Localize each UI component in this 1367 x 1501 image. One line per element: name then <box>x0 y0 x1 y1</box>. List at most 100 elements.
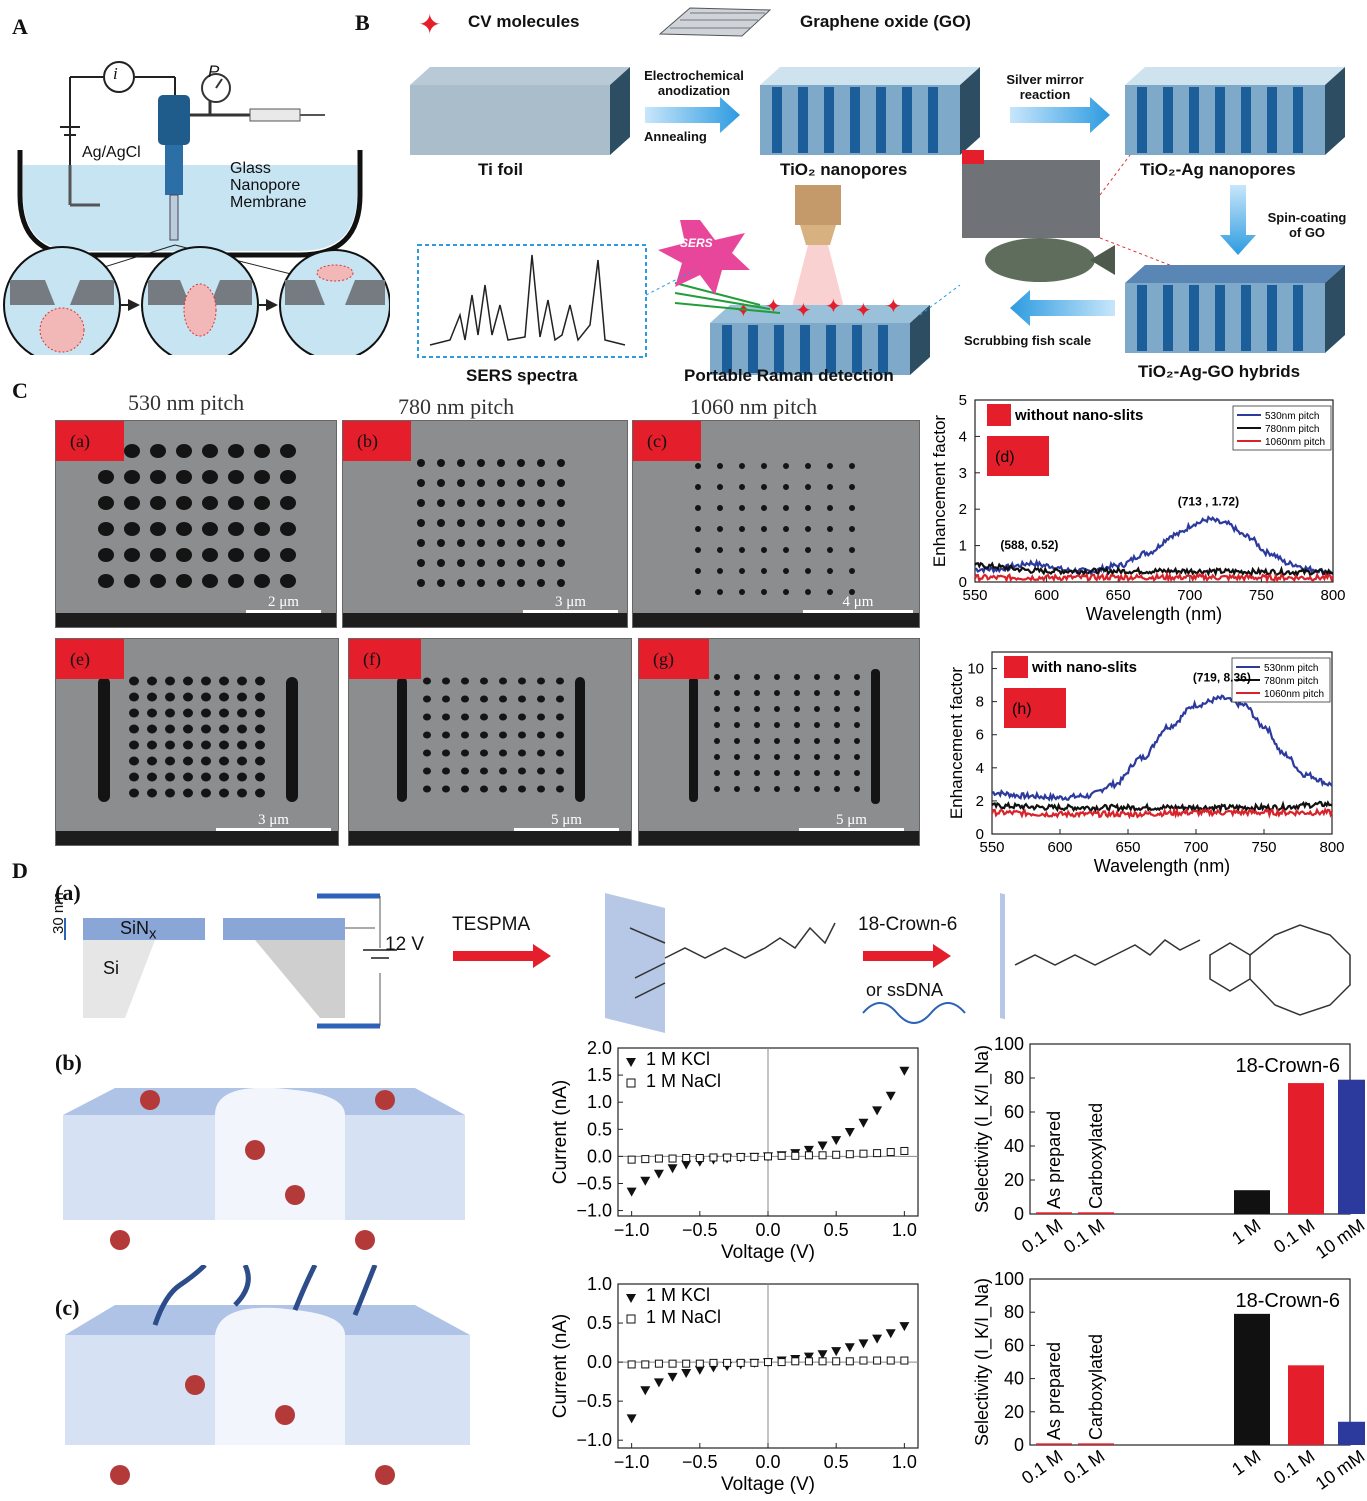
kcl-point <box>831 1136 842 1146</box>
nacl-point <box>859 1356 868 1365</box>
nanohole <box>556 695 564 703</box>
sem-label-b: (b) <box>357 431 378 451</box>
nacl-point <box>641 1155 650 1164</box>
y-axis-label: Current (nA) <box>550 1080 571 1185</box>
y-tick-label: 40 <box>1004 1136 1024 1156</box>
sem-label-f: (f) <box>363 649 381 669</box>
nanohole <box>537 459 545 467</box>
nanohole <box>176 470 192 484</box>
label-mask-a <box>56 421 124 461</box>
nanohole <box>849 547 855 553</box>
nanohole <box>477 459 485 467</box>
nanohole <box>98 522 114 536</box>
sem-label-e: (e) <box>70 649 90 669</box>
bar-1 <box>1078 1212 1114 1214</box>
nanohole <box>219 692 229 702</box>
nanohole <box>219 756 229 766</box>
legend-entry: 1 M KCl <box>646 1049 710 1069</box>
nanohole <box>754 706 760 712</box>
nanohole <box>497 539 505 547</box>
nanohole <box>417 519 425 527</box>
panel-letter-c: C <box>12 378 28 403</box>
nanohole <box>734 770 740 776</box>
x-tick-label: 700 <box>1183 839 1208 856</box>
hole-array-b <box>417 459 565 587</box>
tespma-label: TESPMA <box>452 914 531 935</box>
nanohole <box>98 574 114 588</box>
y-tick-label: −0.5 <box>576 1173 612 1193</box>
nanohole <box>761 547 767 553</box>
functionalization-scheme <box>64 893 1005 1033</box>
nanohole <box>457 559 465 567</box>
nacl-point <box>723 1153 732 1162</box>
nanohole <box>517 479 525 487</box>
nanohole <box>176 548 192 562</box>
nanohole <box>437 579 445 587</box>
kcl-point <box>817 1141 828 1151</box>
nanohole <box>537 539 545 547</box>
nanohole <box>457 479 465 487</box>
y-axis-label: Selectivity (I_K/I_Na) <box>972 1045 993 1213</box>
nanohole <box>237 676 247 686</box>
nanohole <box>557 499 565 507</box>
nanohole <box>717 484 723 490</box>
nanohole <box>124 444 140 458</box>
nanohole <box>783 589 789 595</box>
step2-line1: Silver mirror <box>1006 72 1084 87</box>
nanohole <box>176 574 192 588</box>
nanohole <box>129 724 139 734</box>
y-tick-label: 8 <box>976 694 984 711</box>
nanohole <box>499 749 507 757</box>
nacl-point <box>764 1358 772 1367</box>
nanohole <box>129 708 139 718</box>
series-line-780nm-pitch <box>991 800 1333 814</box>
nanohole <box>150 444 166 458</box>
nanohole <box>202 574 218 588</box>
kcl-point <box>653 1378 664 1388</box>
nanohole <box>794 674 800 680</box>
nanohole <box>739 484 745 490</box>
si-label: Si <box>103 958 120 978</box>
nanohole <box>557 459 565 467</box>
y-tick-label: −0.5 <box>576 1391 612 1411</box>
nanohole <box>834 690 840 696</box>
y-tick-label: 60 <box>1004 1102 1024 1122</box>
nanohole <box>417 499 425 507</box>
plot-title: without nano-slits <box>1014 407 1143 424</box>
nanohole <box>739 589 745 595</box>
nanohole <box>237 708 247 718</box>
nanohole <box>834 706 840 712</box>
nanohole <box>754 738 760 744</box>
nanohole <box>834 754 840 760</box>
nanohole <box>228 444 244 458</box>
nanohole <box>834 770 840 776</box>
kcl-point <box>899 1322 910 1332</box>
legend-entry: 1 M KCl <box>646 1285 710 1305</box>
nanohole <box>423 749 431 757</box>
nacl-point <box>627 1155 636 1164</box>
nanohole <box>499 677 507 685</box>
nanohole <box>739 547 745 553</box>
pore-dna-diagram <box>65 1265 470 1485</box>
x-category-label: 0.1 M <box>1060 1446 1108 1488</box>
nanohole <box>518 749 526 757</box>
peak-annotation: (713 , 1.72) <box>1178 494 1239 508</box>
nanohole <box>480 767 488 775</box>
nacl-point <box>873 1356 882 1365</box>
series-line-780nm-pitch <box>974 561 1334 578</box>
nacl-point <box>832 1357 841 1366</box>
x-tick-label: 800 <box>1319 839 1344 856</box>
sub-label-a: (a) <box>55 880 81 905</box>
y-tick-label: 5 <box>959 392 967 409</box>
series-line-530nm-pitch <box>974 515 1334 577</box>
nanohole <box>254 522 270 536</box>
hole-array-g <box>689 669 880 804</box>
thickness-label: 30 nm <box>50 892 67 934</box>
ti-foil-label: Ti foil <box>478 160 524 179</box>
nanohole <box>237 692 247 702</box>
nacl-point <box>804 1357 813 1366</box>
peak-annotation: (719, 8.36) <box>1193 671 1251 685</box>
nanohole <box>423 677 431 685</box>
nanohole <box>518 677 526 685</box>
